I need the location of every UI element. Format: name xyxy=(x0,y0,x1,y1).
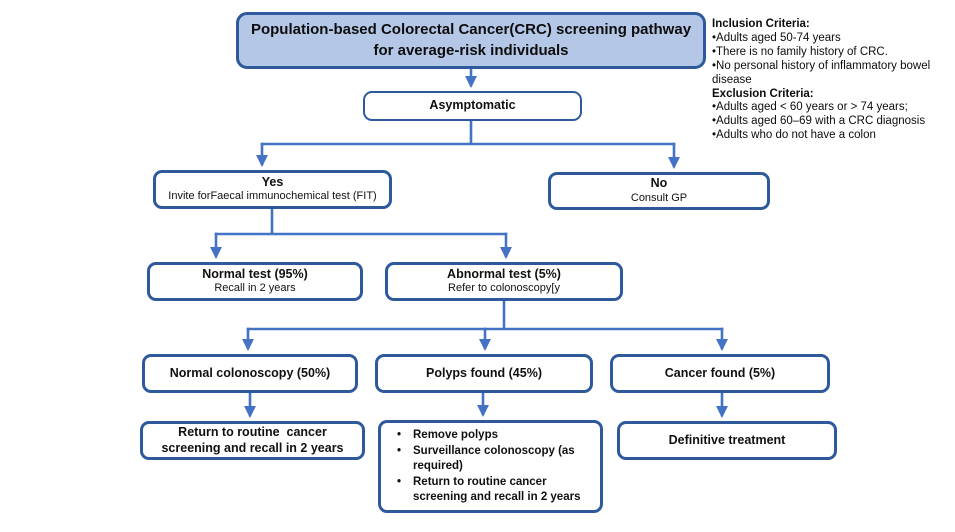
node-subtitle: Recall in 2 years xyxy=(214,282,296,295)
node-title: Abnormal test (5%) xyxy=(447,266,561,281)
criteria-panel: Inclusion Criteria: •Adults aged 50-74 y… xyxy=(712,18,954,143)
exclusion-item: •Adults who do not have a colon xyxy=(712,129,876,142)
node-return-routine-screening: Return to routine cancer screening and r… xyxy=(140,421,365,460)
node-polyps-found: Polyps found (45%) xyxy=(375,354,593,393)
node-subtitle: Refer to colonoscopy[y xyxy=(448,282,560,295)
inclusion-item: •No personal history of inflammatory bow… xyxy=(712,59,931,86)
node-title: Normal colonoscopy (50%) xyxy=(169,365,331,380)
exclusion-item: •Adults aged 60–69 with a CRC diagnosis xyxy=(712,115,926,128)
inclusion-item: •There is no family history of CRC. xyxy=(712,45,888,58)
node-asymptomatic: Asymptomatic xyxy=(363,91,582,121)
inclusion-item: •Adults aged 50-74 years xyxy=(712,31,841,44)
node-title: Cancer found (5%) xyxy=(664,365,776,380)
node-title: Asymptomatic xyxy=(429,98,516,113)
node-normal-colonoscopy: Normal colonoscopy (50%) xyxy=(142,354,358,393)
node-normal-test: Normal test (95%) Recall in 2 years xyxy=(147,262,363,301)
node-no-consult-gp: No Consult GP xyxy=(548,172,770,210)
node-title: Normal test (95%) xyxy=(202,266,308,281)
node-yes-fit: Yes Invite forFaecal immunochemical test… xyxy=(153,170,392,209)
node-polyps-actions: Remove polyps Surveillance colonoscopy (… xyxy=(378,420,603,513)
title-box: Population-based Colorectal Cancer(CRC) … xyxy=(236,12,706,69)
node-abnormal-test: Abnormal test (5%) Refer to colonoscopy[… xyxy=(385,262,623,301)
node-title: Return to routine cancer screening and r… xyxy=(161,424,344,455)
action-item: Surveillance colonoscopy (as required) xyxy=(395,444,592,474)
node-definitive-treatment: Definitive treatment xyxy=(617,421,837,460)
node-title: No xyxy=(650,176,668,191)
node-subtitle: Consult GP xyxy=(630,191,688,204)
polyps-actions-list: Remove polyps Surveillance colonoscopy (… xyxy=(389,427,592,506)
exclusion-item: •Adults aged < 60 years or > 74 years; xyxy=(712,101,908,114)
node-subtitle: Invite forFaecal immunochemical test (FI… xyxy=(168,190,377,203)
action-item: Remove polyps xyxy=(395,428,592,443)
action-item: Return to routine cancer screening and r… xyxy=(395,475,592,505)
node-title: Polyps found (45%) xyxy=(426,365,542,380)
exclusion-heading: Exclusion Criteria: xyxy=(712,87,814,100)
node-title: Definitive treatment xyxy=(668,432,786,447)
node-cancer-found: Cancer found (5%) xyxy=(610,354,830,393)
node-title: Yes xyxy=(261,174,284,189)
title-text: Population-based Colorectal Cancer(CRC) … xyxy=(250,21,692,59)
inclusion-heading: Inclusion Criteria: xyxy=(712,18,810,30)
